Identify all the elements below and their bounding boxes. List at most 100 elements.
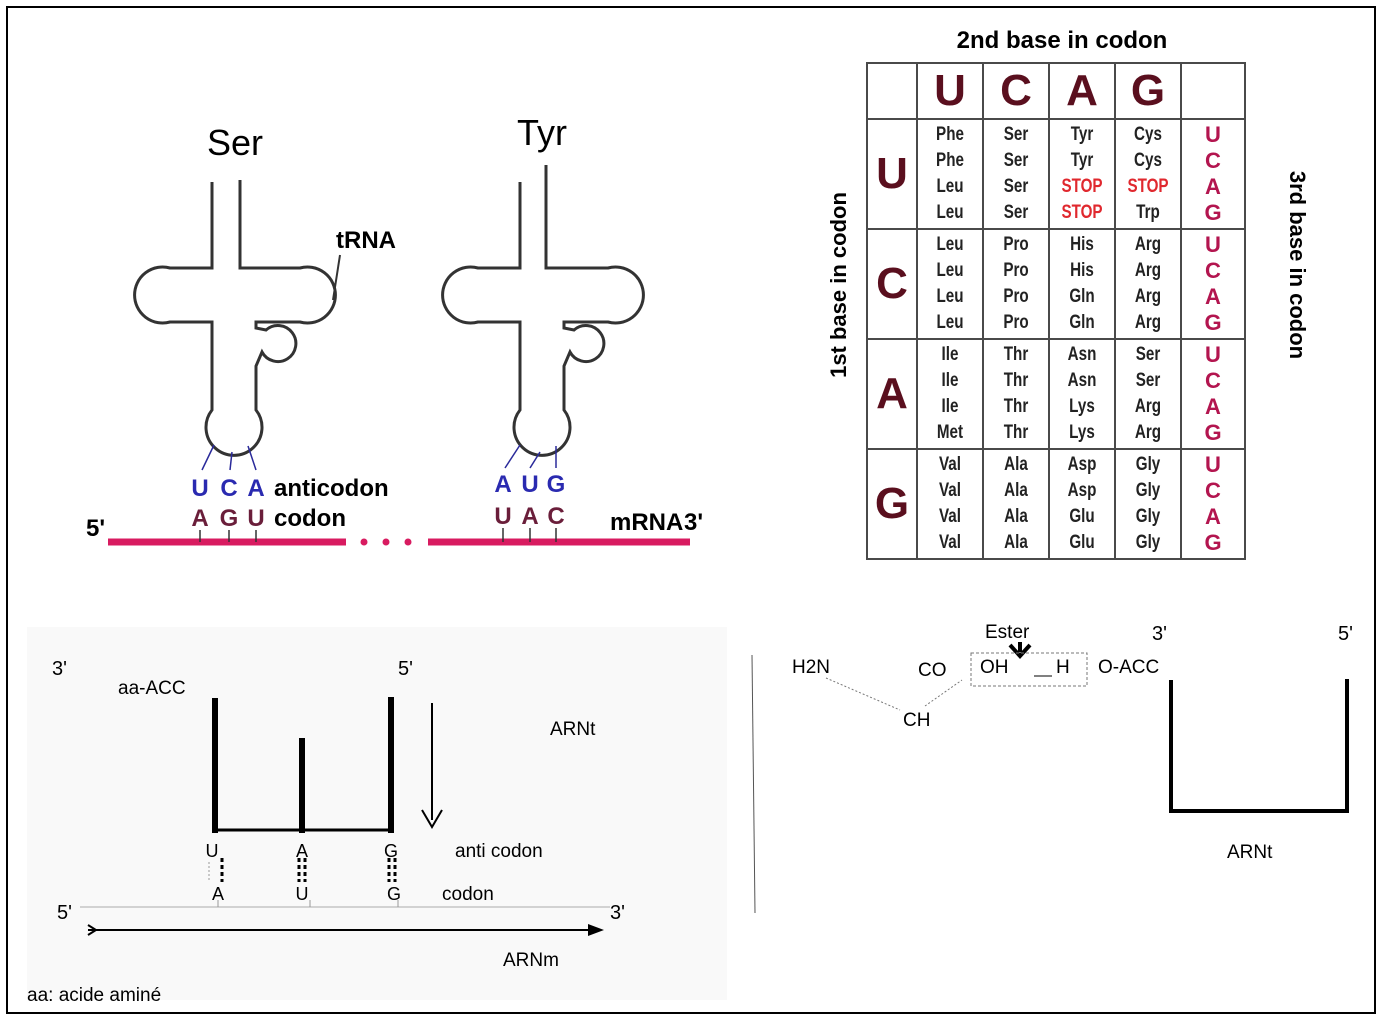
h2n-ch-bond [825,677,901,711]
amino-acid: Cys [1134,124,1162,145]
amino-acid: Thr [1003,396,1029,417]
stop-codon: STOP [1127,176,1169,197]
bottom-right-diagram: Ester 3' 5' H2N CO OH H O-ACC CH ARNt [792,622,1353,863]
amino-acid: Arg [1134,396,1162,417]
amino-acid: Tyr [1070,150,1094,171]
third-base: A [1205,394,1221,419]
arnm-3prime-label: 3' [610,902,625,924]
amino-acid: Leu [936,176,964,197]
amino-acid: His [1070,234,1094,255]
ester-bond-box [970,652,1088,687]
anticodon1-base-1: U [191,475,208,502]
carbonyl-label: CO [918,660,947,681]
anticodon1-base-2: C [220,475,237,502]
amino-acid: Thr [1003,370,1029,391]
third-base: C [1205,258,1221,283]
trna-label: tRNA [336,227,396,254]
anticodon2-base-3: G [547,471,566,498]
amino-acid: Ala [1004,454,1028,475]
amino-acid: Arg [1134,286,1162,307]
trna-u-shape [1169,679,1349,813]
amino-acid: Pro [1003,260,1029,281]
aa-acc-label: aa-ACC [118,678,186,699]
amino-acid: Cys [1134,150,1162,171]
amino-acid: Asp [1067,454,1097,475]
amino-acid: Pro [1003,312,1029,333]
third-base: C [1205,368,1221,393]
amino-acid: His [1070,260,1094,281]
arnt-label-right: ARNt [1227,842,1273,863]
arnm-label: ARNm [503,950,559,971]
amino-acid: Gln [1069,286,1095,307]
arnm-codon-ticks [217,900,399,907]
amino-acid: Tyr [1070,124,1094,145]
codon2-base-3: C [547,503,564,530]
arnt-label-left: ARNt [550,719,596,740]
codon1-base-3: U [247,505,264,532]
direction-arrow-head [421,809,443,829]
stop-codon: STOP [1061,176,1103,197]
amino-acid: Val [939,532,961,553]
amino-acid: Glu [1069,506,1095,527]
hydrogen-label: H [1056,657,1070,678]
amino-acid: Gln [1069,312,1095,333]
third-base: C [1205,478,1221,503]
amino-acid: Ala [1004,506,1028,527]
amino-acid: Thr [1003,422,1029,443]
legend-text: aa: acide aminé [27,985,161,1006]
third-base: A [1205,174,1221,199]
first-base-u: U [866,118,918,230]
codon2-base-1: U [494,503,511,530]
second-base-c: C [982,62,1050,120]
codon1-base-2: G [220,505,239,532]
first-base-c: C [866,228,918,340]
amino-acid: Pro [1003,286,1029,307]
amino-acid: Ser [1135,344,1161,365]
codon-base-a: A [212,884,224,904]
amino-acid: Ser [1135,370,1161,391]
amino-acid: Ser [1003,124,1029,145]
anticodon-base-g: G [384,841,398,861]
third-base: A [1205,504,1221,529]
amino-acid: Glu [1069,532,1095,553]
third-base: C [1205,148,1221,173]
panel-divider [751,654,756,914]
amino-acid: Leu [936,286,964,307]
third-base: G [1204,200,1222,225]
anticodon-label: anticodon [274,475,389,502]
second-base-u: U [916,62,984,120]
third-base: A [1205,284,1221,309]
mrna-label: mRNA [610,509,683,536]
trna2-cloverleaf [441,165,645,457]
second-base-a: A [1048,62,1116,120]
amino-acid: Ile [941,370,959,391]
trna-figure: Ser Tyr tRNA U C A anticodon A G U codon… [86,112,703,546]
amino-acid: Lys [1069,422,1095,443]
amino-acid: Met [936,422,964,443]
trna-5prime-label: 5' [398,658,413,680]
amino-acid: Leu [936,260,964,281]
trna1-amino-label: Ser [207,122,263,163]
codon-ticks [199,528,557,542]
amino-acid: Leu [936,312,964,333]
ch-co-bond [924,679,963,707]
anticodon1-base-3: A [247,475,264,502]
table-corner [866,62,918,120]
trna-5prime-right: 5' [1338,623,1353,645]
